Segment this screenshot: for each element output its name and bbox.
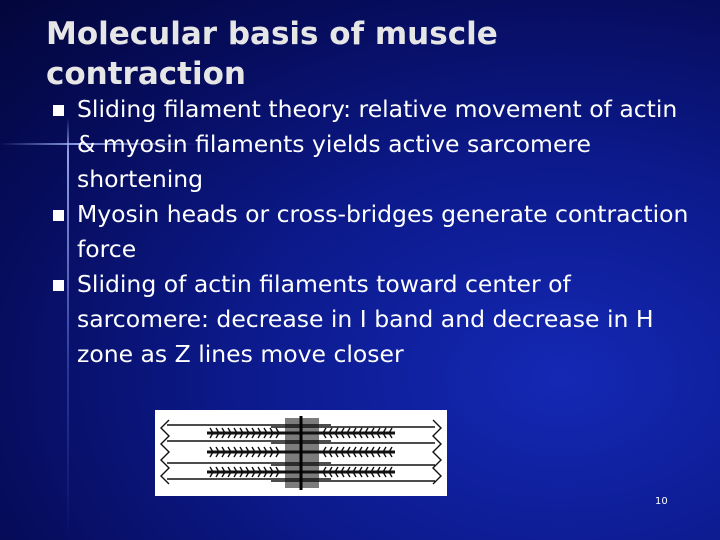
- bullet-list: Sliding filament theory: relative moveme…: [50, 92, 700, 372]
- square-bullet-icon: [53, 210, 64, 221]
- square-bullet-icon: [53, 280, 64, 291]
- bullet-text: Myosin heads or cross-bridges generate c…: [77, 200, 689, 263]
- decorative-vertical-line: [67, 118, 69, 540]
- square-bullet-icon: [53, 105, 64, 116]
- bullet-item: Sliding of actin filaments toward center…: [50, 267, 700, 372]
- page-number: 10: [655, 496, 668, 507]
- sarcomere-diagram: [155, 410, 447, 496]
- bullet-item: Sliding filament theory: relative moveme…: [50, 92, 700, 197]
- bullet-item: Myosin heads or cross-bridges generate c…: [50, 197, 700, 267]
- decorative-horizontal-line: [0, 143, 200, 145]
- bullet-text: Sliding filament theory: relative moveme…: [77, 95, 678, 193]
- bullet-text: Sliding of actin filaments toward center…: [77, 270, 654, 368]
- slide-title: Molecular basis of muscle contraction: [46, 16, 498, 92]
